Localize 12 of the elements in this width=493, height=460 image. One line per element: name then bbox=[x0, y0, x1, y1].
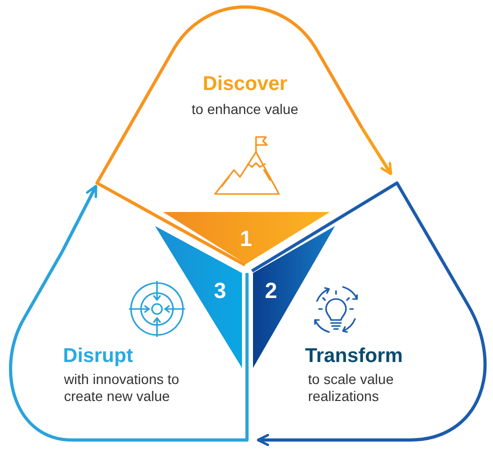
step-number: 3 bbox=[212, 278, 228, 304]
stage-description: to enhance value bbox=[190, 101, 300, 118]
stage-title: Disrupt bbox=[63, 344, 134, 368]
step-number: 1 bbox=[238, 226, 254, 252]
stage-description: to scale value realizations bbox=[308, 371, 395, 405]
stage-title: Discover bbox=[202, 72, 288, 96]
arrow bbox=[60, 184, 98, 253]
stage-title: Transform bbox=[305, 344, 404, 368]
arrow bbox=[360, 127, 392, 176]
step-number: 2 bbox=[264, 278, 278, 304]
arrow bbox=[256, 434, 300, 446]
stage-description: with innovations to create new value bbox=[64, 371, 180, 405]
